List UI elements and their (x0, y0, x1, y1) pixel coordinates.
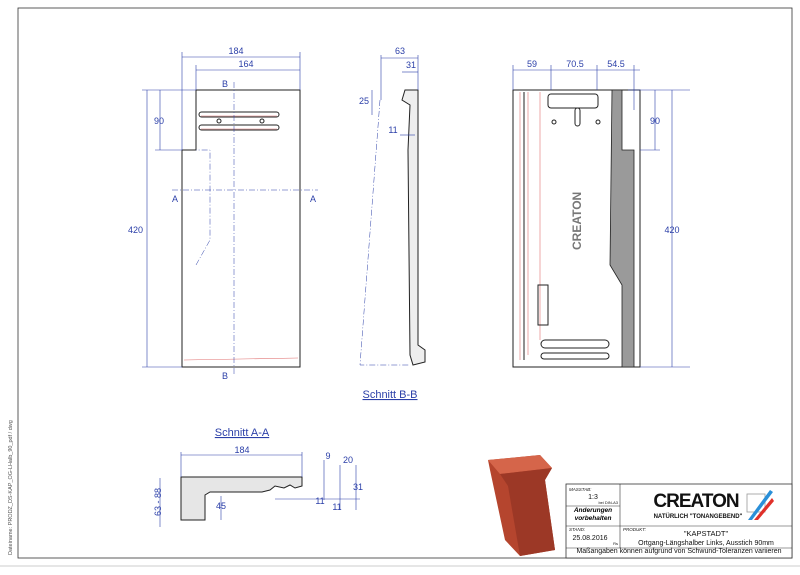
dim-70-5: 70.5 (566, 59, 584, 69)
section-marker-a-right: A (310, 194, 316, 204)
dim-aa-31: 31 (353, 482, 363, 492)
dim-notch: 90 (154, 116, 164, 126)
scale-value: 1:3 (588, 494, 598, 501)
scale-label: MASSTAB: (569, 487, 592, 492)
changes-note: Änderungen vorbehalten (573, 507, 613, 522)
section-aa: Schnitt A-A 184 63 - 88 45 9 20 31 11 11 (153, 427, 363, 527)
dim-width-total: 184 (228, 46, 243, 56)
product-description: Ortgang-Längshalber Links, Ausstich 90mm (638, 540, 774, 547)
tile-illustration (488, 455, 555, 556)
section-bb: 63 31 25 11 Schnitt B-B (359, 46, 426, 401)
file-label: Dateiname: PRODZ_DS-KAP_OG-LHalb_90_pdf … (8, 420, 14, 555)
brand-slogan: NATÜRLICH "TONANGEBEND" (654, 513, 743, 520)
dim-11: 11 (388, 125, 397, 135)
drawing-frame (17, 7, 793, 559)
section-aa-title: Schnitt A-A (215, 427, 270, 439)
dim-aa-45: 45 (216, 501, 226, 511)
back-view: CREATON 59 70.5 54.5 90 420 (512, 59, 690, 368)
dim-25: 25 (359, 96, 369, 106)
dim-aa-11a: 11 (315, 496, 324, 506)
dim-63: 63 (395, 46, 405, 56)
date-value: 25.08.2016 (572, 535, 607, 542)
dim-aa-height: 63 - 88 (153, 488, 163, 516)
front-view: 184 164 420 90 A A B B (128, 46, 318, 381)
dim-aa-184: 184 (234, 445, 249, 455)
date-label: STAND: (569, 527, 586, 532)
drawer-initials: Rs (613, 541, 618, 546)
title-block: MASSTAB: 1:3 bei DIN-A3 Änderungen vorbe… (565, 483, 793, 559)
dim-width-inner: 164 (238, 59, 253, 69)
product-label: PRODUKT: (623, 527, 647, 532)
section-marker-b-top: B (222, 79, 228, 89)
scale-paper: bei DIN-A3 (598, 500, 618, 505)
brand-logo-icon (746, 490, 774, 520)
dim-aa-20: 20 (343, 455, 353, 465)
section-bb-title: Schnitt B-B (362, 389, 417, 401)
dim-59: 59 (527, 59, 537, 69)
dim-31: 31 (406, 60, 416, 70)
dim-54-5: 54.5 (607, 59, 625, 69)
tile-logo-text: CREATON (570, 192, 584, 250)
dim-aa-9: 9 (325, 451, 330, 461)
dim-90: 90 (650, 116, 660, 126)
brand-logo: CREATON (653, 491, 738, 512)
section-marker-b-bottom: B (222, 371, 228, 381)
dim-height: 420 (128, 225, 143, 235)
dim-420: 420 (664, 225, 679, 235)
dim-aa-11b: 11 (332, 502, 341, 512)
section-marker-a-left: A (172, 194, 178, 204)
disclaimer: Maßangaben können aufgrund von Schwund-T… (576, 548, 781, 555)
product-name: "KAPSTADT" (684, 529, 729, 538)
